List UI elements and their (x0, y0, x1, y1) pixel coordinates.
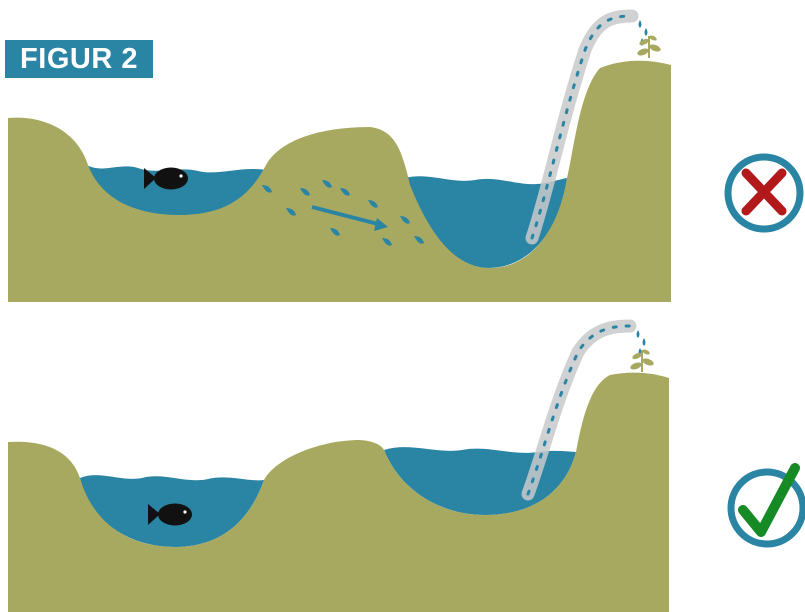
plant-icon-bottom (629, 348, 654, 372)
plant-icon-top (636, 34, 661, 58)
scene-top (8, 16, 800, 302)
checkmark-icon (731, 468, 803, 544)
scene-bottom (8, 326, 803, 612)
cross-icon (728, 157, 800, 229)
